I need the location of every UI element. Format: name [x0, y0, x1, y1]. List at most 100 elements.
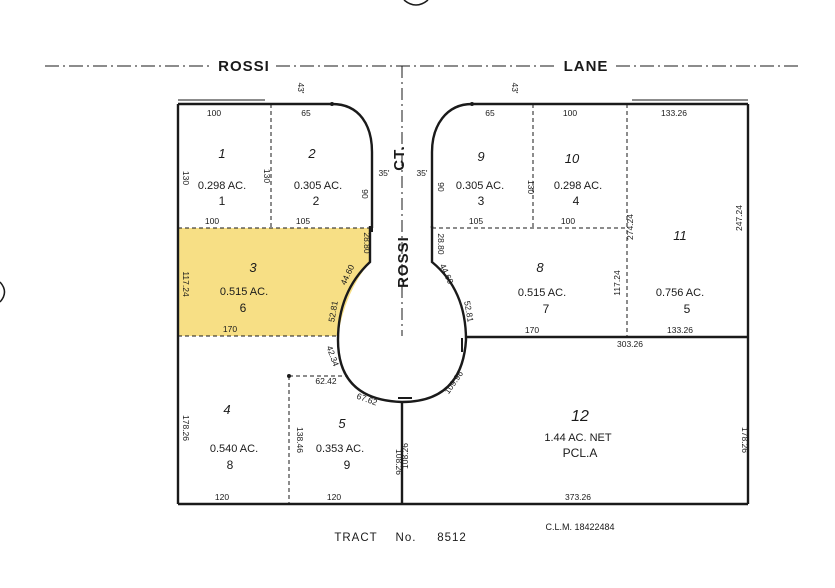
- parcel-number: 2: [313, 194, 320, 208]
- dimension-label: 120: [327, 492, 341, 502]
- dimension-labels-vertical: 130 130 90 90 130 28.80 28.80 117.24 117…: [181, 169, 750, 475]
- lot-label-3: 3 0.515 AC. 6: [220, 260, 268, 315]
- dimension-label: 170: [525, 325, 539, 335]
- street-label-lane: LANE: [564, 58, 609, 75]
- dimension-label: 28.80: [436, 233, 446, 255]
- lot-acreage: 0.305 AC.: [456, 180, 504, 192]
- lot-acreage: 0.305 AC.: [294, 180, 342, 192]
- lot-number: 12: [571, 408, 589, 425]
- lot-number: 3: [249, 260, 257, 275]
- dimension-label: 373.26: [565, 492, 591, 502]
- parcel-number: PCL.A: [563, 446, 598, 460]
- dimension-labels-horizontal: 100 65 65 100 133.26 100 105 105 100 170…: [205, 108, 693, 502]
- lot-number: 4: [223, 402, 230, 417]
- parcel-number: 7: [543, 302, 550, 316]
- dimension-label: 65: [485, 108, 495, 118]
- dimension-label: 28.80: [362, 232, 372, 254]
- dimension-label: 105: [296, 216, 310, 226]
- lot-label-9: 9 0.305 AC. 3: [456, 149, 504, 208]
- rossi-lane-centerline: [45, 65, 800, 336]
- dimension-label: 120: [215, 492, 229, 502]
- dimension-label: 108.26: [400, 443, 410, 469]
- lot-label-4: 4 0.540 AC. 8: [210, 402, 258, 472]
- dimension-label: 100: [563, 108, 577, 118]
- dimension-label: 138.46: [295, 427, 305, 453]
- court-half-width-right: 35': [416, 168, 427, 178]
- lot-label-8: 8 0.515 AC. 7: [518, 260, 566, 316]
- court-label-ct: CT.: [391, 145, 408, 171]
- dimension-label: 52.81: [462, 300, 476, 323]
- parcel-number: 6: [240, 301, 247, 315]
- dimension-label: 90: [360, 189, 370, 199]
- row-width-left: 43': [296, 82, 306, 93]
- dimension-label: 178.26: [181, 415, 191, 441]
- lot-number: 11: [673, 228, 687, 243]
- dimension-label: 108.26: [394, 449, 404, 475]
- dimension-label: 109.96: [442, 369, 465, 396]
- lot-number: 8: [536, 260, 544, 275]
- street-label-rossi: ROSSI: [218, 58, 270, 75]
- lot-number: 2: [307, 146, 316, 161]
- lot-label-12: 12 1.44 AC. NET PCL.A: [544, 408, 612, 460]
- row-width-right: 43': [510, 82, 520, 93]
- dimension-label: 130: [181, 171, 191, 185]
- dimension-label: 178.26: [740, 427, 750, 453]
- dimension-label: 130: [526, 180, 536, 194]
- dimension-label: 133.26: [667, 325, 693, 335]
- dimension-label: 130: [262, 169, 272, 183]
- tract-label: TRACT: [334, 532, 377, 544]
- lot-lines: [178, 104, 628, 504]
- dimension-label: 117.24: [181, 271, 191, 297]
- tract-no-label: No.: [396, 532, 417, 544]
- parcel-number: 3: [478, 194, 485, 208]
- lot-acreage: 1.44 AC. NET: [544, 432, 612, 444]
- lot-acreage: 0.353 AC.: [316, 443, 364, 455]
- tract-boundary: [176, 102, 750, 506]
- court-half-width-left: 35': [378, 168, 389, 178]
- dimension-label: 100: [205, 216, 219, 226]
- clm-reference: C.L.M. 18422484: [545, 522, 614, 532]
- lot-number: 1: [218, 146, 225, 161]
- lot-label-5: 5 0.353 AC. 9: [316, 416, 364, 472]
- lot-label-11: 11 0.756 AC. 5: [656, 228, 704, 316]
- dimension-label: 100: [561, 216, 575, 226]
- dimension-label: 105: [469, 216, 483, 226]
- parcel-number: 4: [573, 194, 580, 208]
- court-ticks: [371, 224, 463, 399]
- dimension-label: 67.62: [355, 391, 379, 408]
- parcel-number: 9: [344, 458, 351, 472]
- court-label-rossi: ROSSI: [395, 236, 412, 288]
- tract-title: TRACT No. 8512: [334, 532, 467, 544]
- lot-label-1: 1 0.298 AC. 1: [198, 146, 246, 208]
- map-circle-fragment: [403, 0, 429, 6]
- lot-acreage: 0.515 AC.: [518, 287, 566, 299]
- lot-acreage: 0.756 AC.: [656, 287, 704, 299]
- lot-number: 5: [338, 416, 346, 431]
- dimension-label: 117.24: [612, 270, 622, 296]
- lot-acreage: 0.298 AC.: [198, 180, 246, 192]
- tract-number: 8512: [437, 532, 467, 544]
- dimension-label: 52.81: [326, 300, 340, 323]
- dimension-label: 133.26: [661, 108, 687, 118]
- highlighted-lot-3[interactable]: [178, 228, 370, 336]
- lot-number: 9: [477, 149, 484, 164]
- dimension-label: 90: [436, 182, 446, 192]
- lot-acreage: 0.515 AC.: [220, 286, 268, 298]
- parcel-number: 5: [684, 302, 691, 316]
- parcel-number: 1: [219, 194, 226, 208]
- dimension-label: 44.60: [438, 262, 456, 286]
- dimension-label: 274.24: [625, 214, 635, 240]
- dimension-label: 65: [301, 108, 311, 118]
- lot-acreage: 0.298 AC.: [554, 180, 602, 192]
- dimension-label: 100: [207, 108, 221, 118]
- dimension-label: 303.26: [617, 339, 643, 349]
- lot-acreage: 0.540 AC.: [210, 443, 258, 455]
- dimension-label: 170: [223, 324, 237, 334]
- parcel-number: 8: [227, 458, 234, 472]
- lot-label-10: 10 0.298 AC. 4: [554, 151, 602, 208]
- lot-number: 10: [565, 151, 580, 166]
- lot-corner-marks: [287, 102, 474, 378]
- dimension-label: 247.24: [734, 205, 744, 231]
- lot-label-2: 2 0.305 AC. 2: [294, 146, 342, 208]
